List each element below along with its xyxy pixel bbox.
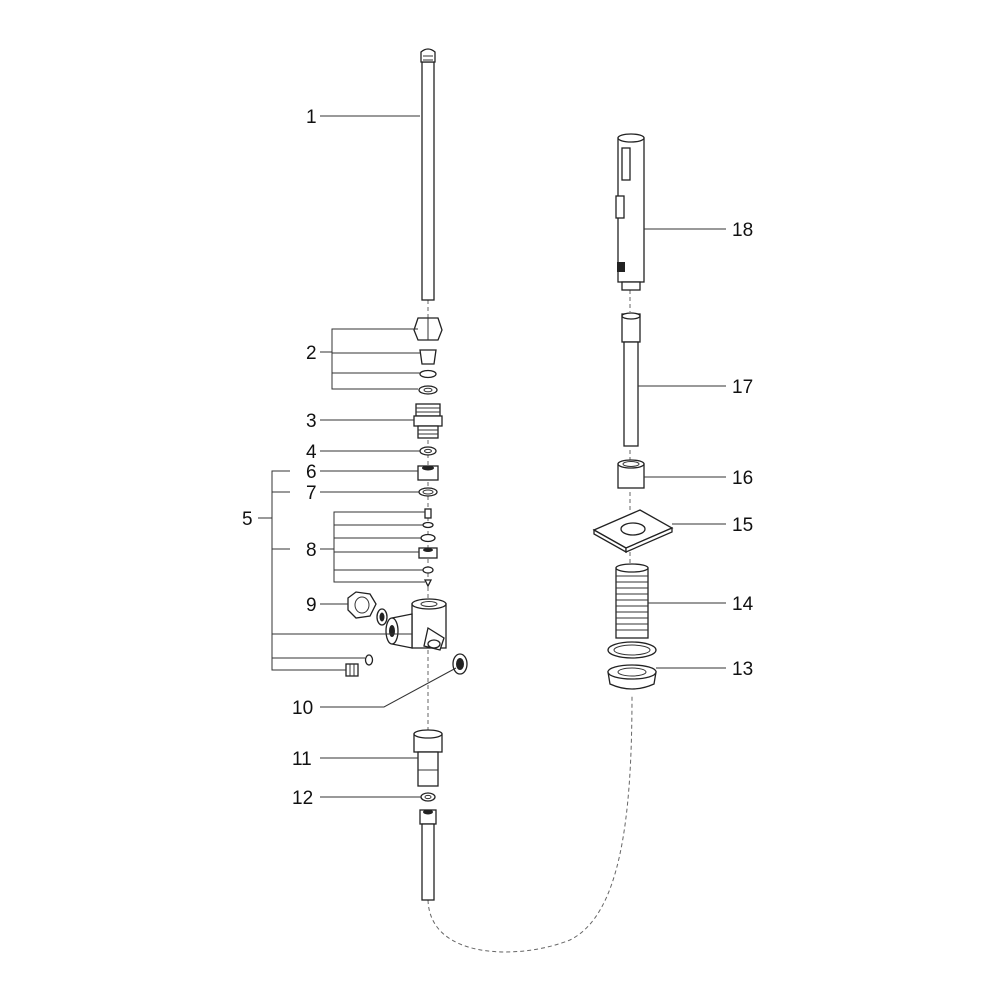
leader-lines: [258, 115, 726, 798]
callout-12: 12: [292, 788, 313, 809]
part-18-hand-shower: [615, 133, 645, 291]
part-10-seal: [452, 653, 468, 675]
callout-1: 1: [306, 107, 317, 128]
callout-2: 2: [306, 343, 317, 364]
valve-body: [385, 598, 447, 651]
part-17-shower-hose: [621, 312, 641, 447]
part-6-cap: [417, 465, 439, 481]
part-16-hose-guide: [617, 459, 645, 489]
part-3-threaded-connector: [413, 403, 443, 439]
callout-8: 8: [306, 540, 317, 561]
part-13-nut: [607, 641, 657, 690]
part-12-washer: [420, 792, 436, 802]
part-1-riser-tube: [420, 48, 436, 301]
callout-10: 10: [292, 698, 313, 719]
callout-7: 7: [306, 483, 317, 504]
callout-15: 15: [732, 515, 753, 536]
part-2-compression-set: [413, 317, 443, 395]
part-7-o-ring: [418, 487, 438, 497]
callout-9: 9: [306, 595, 317, 616]
callout-5: 5: [242, 509, 253, 530]
part-9-nut: [347, 591, 388, 626]
callout-16: 16: [732, 468, 753, 489]
callout-17: 17: [732, 377, 753, 398]
part-8-valve-components: [418, 508, 438, 588]
assembly-axes: [427, 290, 633, 953]
callout-labels: 1 2 3 4 5 6 7 8 9 10 11 12 13 14 15 16 1…: [242, 107, 754, 809]
callout-6: 6: [306, 462, 317, 483]
part-4-ring: [419, 446, 437, 456]
callout-11: 11: [292, 749, 312, 770]
thread-lines: [616, 575, 648, 631]
part-11-adapter: [413, 729, 443, 787]
part-5-small-fitting: [345, 654, 374, 677]
callout-14: 14: [732, 594, 754, 615]
lower-hose: [419, 809, 437, 901]
callout-18: 18: [732, 220, 753, 241]
part-14-threaded-tube: [615, 563, 649, 639]
callout-4: 4: [306, 442, 317, 463]
callout-13: 13: [732, 659, 753, 680]
callout-3: 3: [306, 411, 317, 432]
part-15-square-rosette: [592, 509, 674, 554]
